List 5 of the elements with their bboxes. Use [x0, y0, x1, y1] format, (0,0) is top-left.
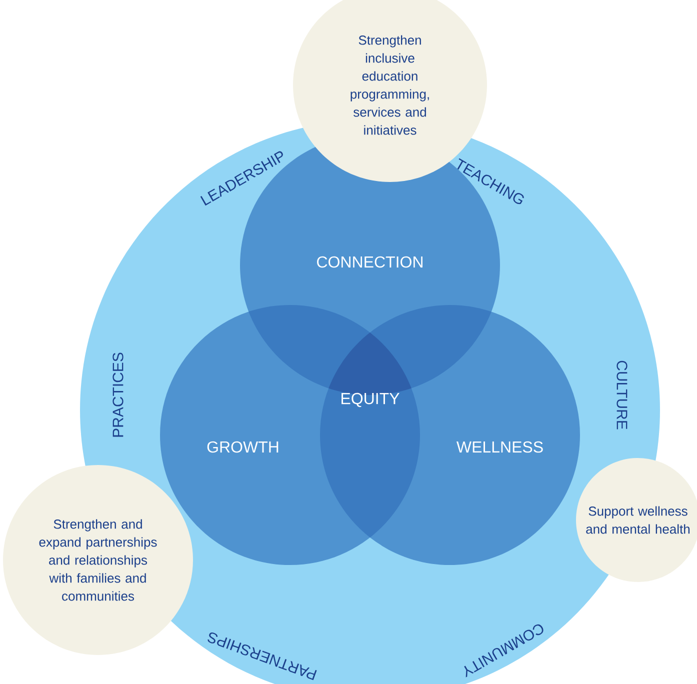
- ring-label: PRACTICES: [112, 352, 124, 437]
- goal-text: Strengthen and expand partnerships and relationships with families and communities: [39, 519, 157, 601]
- goal-text: Strengthen inclusive education programming, services and initiatives: [350, 35, 429, 135]
- ring-label: CULTURE: [616, 360, 628, 430]
- goal-text: Support wellness and mental health: [586, 506, 690, 534]
